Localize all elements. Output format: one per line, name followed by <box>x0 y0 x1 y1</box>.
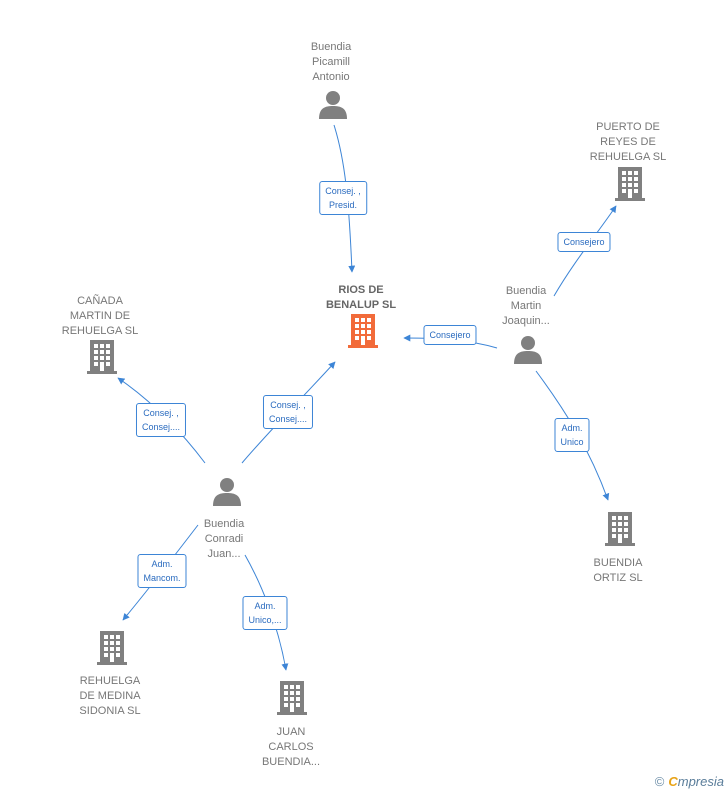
building-icon-juancarlos[interactable] <box>277 681 307 715</box>
node-label-conradi[interactable]: Buendia Conradi Juan... <box>203 518 245 560</box>
node-label-picamill[interactable]: Buendia Picamill Antonio <box>310 41 352 83</box>
brand-logo-initial: C <box>668 774 678 789</box>
node-label-ortiz[interactable]: BUENDIA ORTIZ SL <box>593 557 643 584</box>
person-icon-conradi[interactable] <box>213 478 241 506</box>
node-label-medina[interactable]: REHUELGA DE MEDINA SIDONIA SL <box>79 675 141 717</box>
node-label-canada[interactable]: CAÑADA MARTIN DE REHUELGA SL <box>61 295 139 337</box>
edge-label-conradi-rios[interactable]: Consej. , Consej.... <box>262 395 314 429</box>
node-label-puerto[interactable]: PUERTO DE REYES DE REHUELGA SL <box>589 121 667 163</box>
building-icon-ortiz[interactable] <box>605 512 635 546</box>
edge-label-joaquin-ortiz[interactable]: Adm. Unico <box>554 418 590 452</box>
person-icon-joaquin[interactable] <box>514 336 542 364</box>
node-label-joaquin[interactable]: Buendia Martin Joaquin... <box>502 285 550 327</box>
building-icon-medina[interactable] <box>97 631 127 665</box>
edge-label-conradi-juancarlos[interactable]: Adm. Unico,... <box>242 596 288 630</box>
brand-logo-text: mpresia <box>677 774 724 789</box>
edge-label-conradi-medina[interactable]: Adm. Mancom. <box>137 554 187 588</box>
edge-label-picamill-rios[interactable]: Consej. , Presid. <box>319 181 367 215</box>
person-icon-picamill[interactable] <box>319 91 347 119</box>
edge-label-joaquin-puerto[interactable]: Consejero <box>557 232 611 252</box>
building-icon-canada[interactable] <box>87 340 117 374</box>
building-icon-rios[interactable] <box>348 314 378 348</box>
building-icon-puerto[interactable] <box>615 167 645 201</box>
edge-label-joaquin-rios[interactable]: Consejero <box>423 325 477 345</box>
edges-layer <box>117 124 617 671</box>
node-label-juancarlos[interactable]: JUAN CARLOS BUENDIA... <box>261 726 321 768</box>
node-label-rios[interactable]: RIOS DE BENALUP SL <box>325 284 397 311</box>
brand-footer: ©Cmpresia <box>655 774 724 789</box>
edge-label-conradi-canada[interactable]: Consej. , Consej.... <box>135 403 187 437</box>
copyright-icon: © <box>654 774 665 789</box>
